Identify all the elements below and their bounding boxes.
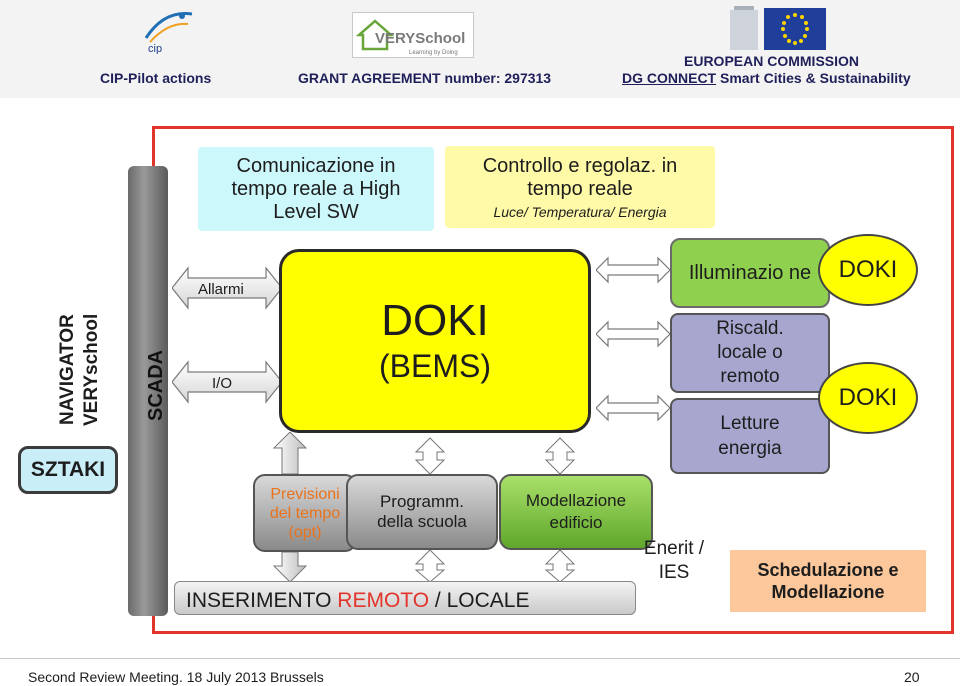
arrow-modellazione-bottom <box>544 549 576 582</box>
veryschool-logo-text: VERYSchool <box>375 30 465 47</box>
arrow-modellazione-top <box>544 437 576 475</box>
footer-meeting: Second Review Meeting. 18 July 2013 Brus… <box>28 669 324 685</box>
footer-divider <box>0 658 960 659</box>
doki-bems-box: DOKI (BEMS) <box>279 249 591 433</box>
arrow-down-previsioni <box>272 551 308 582</box>
control-box-subtitle: Luce/ Temperatura/ Energia <box>493 203 667 220</box>
arrow-letture <box>596 394 671 422</box>
cip-logo-text: cip <box>148 43 162 54</box>
doki-oval-bottom: DOKI <box>818 362 918 434</box>
arrow-illuminazione <box>596 256 671 284</box>
scada-bar <box>128 166 168 616</box>
doki-title: DOKI <box>381 296 489 345</box>
navigator-label: VERYschool NAVIGATOR <box>57 313 102 427</box>
arrow-riscald <box>596 320 671 348</box>
letture-box: Letture energia <box>670 398 830 474</box>
enerit-label: Enerit / IES <box>643 538 705 583</box>
inserimento-suffix: / LOCALE <box>429 589 530 612</box>
doki-oval-top: DOKI <box>818 234 918 306</box>
inserimento-bar <box>174 581 636 615</box>
allarmi-label: Allarmi <box>198 281 244 298</box>
control-box-title: Controllo e regolaz. in tempo reale <box>482 154 678 200</box>
previsioni-box: Previsioni del tempo (opt) <box>253 474 357 552</box>
inserimento-remoto: REMOTO <box>337 589 430 612</box>
vertical-arrows-svg <box>272 432 576 582</box>
io-label: I/O <box>212 375 233 392</box>
scada-label: SCADA <box>145 349 167 421</box>
inserimento-label: INSERIMENTO REMOTO / LOCALE <box>186 589 529 613</box>
schedulazione-box: Schedulazione e Modellazione <box>730 550 926 612</box>
communication-box: Comunicazione in tempo reale a High Leve… <box>198 147 434 231</box>
programm-box: Programm. della scuola <box>346 474 498 550</box>
veryschool-logo: VERYSchool Learning by Doing <box>352 12 474 58</box>
arrow-up-previsioni <box>272 432 308 475</box>
arrow-programm-bottom <box>414 549 446 582</box>
footer-page-number: 20 <box>904 669 920 685</box>
cip-logo: cip <box>138 8 196 55</box>
riscald-box: Riscald. locale o remoto <box>670 313 830 393</box>
doki-subtitle: (BEMS) <box>379 348 491 384</box>
dg-connect-link[interactable]: DG CONNECT <box>622 70 717 86</box>
inserimento-prefix: INSERIMENTO <box>186 589 338 612</box>
illuminazione-box: Illuminazio ne <box>670 238 830 308</box>
arrow-programm-top <box>414 437 446 475</box>
commission-label: EUROPEAN COMMISSION <box>684 53 860 69</box>
sztaki-box: SZTAKI <box>18 446 118 494</box>
dg-connect-label: DG CONNECT Smart Cities & Sustainability <box>622 70 911 86</box>
dg-connect-rest: Smart Cities & Sustainability <box>716 70 911 86</box>
control-box: Controllo e regolaz. in tempo reale Luce… <box>445 146 715 228</box>
european-commission-logo <box>730 4 828 52</box>
modellazione-box: Modellazione edificio <box>499 474 653 550</box>
right-arrows-svg <box>596 256 671 422</box>
cip-pilot-label: CIP-Pilot actions <box>100 70 212 86</box>
veryschool-logo-tagline: Learning by Doing <box>409 50 458 56</box>
grant-agreement-label: GRANT AGREEMENT number: 297313 <box>298 70 552 86</box>
